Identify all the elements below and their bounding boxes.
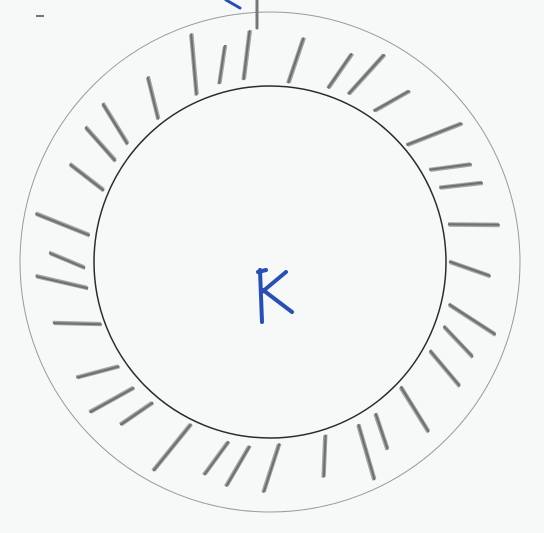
pencil-ray — [449, 306, 494, 335]
pencil-ray — [431, 350, 460, 384]
pencil-ray — [85, 129, 114, 162]
pencil-ray — [376, 92, 410, 111]
pencil-ray — [89, 387, 132, 411]
pencil-ray — [37, 276, 88, 288]
pencil-ray — [50, 255, 84, 269]
pencil-ray — [50, 253, 84, 267]
pencil-ray — [327, 54, 350, 87]
pencil-ray — [359, 425, 375, 479]
pencil-ray — [37, 212, 89, 233]
pencil-ray — [71, 165, 104, 190]
pencil-ray — [86, 128, 115, 161]
pencil-ray — [360, 424, 376, 478]
pencil-ray — [205, 442, 229, 474]
pencil-ray — [265, 444, 280, 491]
pencil-ray — [77, 367, 118, 378]
pencil-ray — [227, 447, 250, 486]
pencil-ray — [430, 353, 459, 387]
pencil-ray — [36, 216, 88, 237]
pencil-ray — [349, 55, 384, 93]
pencil-ray — [206, 443, 229, 475]
pencil-ray — [264, 444, 279, 491]
pencil-ray — [351, 56, 386, 94]
pencil-ray — [400, 389, 427, 433]
blue-ink-mark — [226, 0, 240, 8]
pencil-ray — [262, 445, 277, 492]
pencil-ray — [155, 425, 192, 471]
pencil-ray — [376, 414, 388, 449]
pencil-ray — [121, 403, 152, 424]
pencil-ray — [450, 303, 495, 332]
pencil-ray — [401, 387, 428, 431]
pencil-ray — [329, 54, 352, 87]
pencil-ray — [408, 124, 462, 145]
pencil-ray — [203, 442, 226, 474]
pencil-ray — [102, 105, 126, 144]
pencil-ray — [402, 386, 429, 430]
pencil-ray — [450, 260, 490, 274]
pencil-ray — [287, 38, 302, 82]
pencil-ray — [36, 275, 87, 287]
pencil-ray — [120, 402, 151, 423]
pencil-ray — [122, 404, 153, 425]
pencil-ray — [90, 388, 133, 412]
pencil-ray — [37, 278, 88, 290]
pencil-ray — [449, 305, 494, 335]
pencil-ray — [152, 424, 189, 470]
pencil-ray — [148, 78, 158, 119]
pencil-ray — [444, 327, 472, 356]
pencil-ray — [330, 55, 353, 88]
pencil-ray — [450, 264, 490, 278]
pencil-ray — [70, 166, 103, 191]
pencil-ray — [374, 415, 386, 450]
pencil-ray — [104, 103, 128, 142]
pencil-ray — [36, 214, 88, 235]
pencil-ray — [377, 413, 389, 448]
pencil-ray — [407, 122, 461, 143]
pencil-ray — [228, 447, 251, 486]
pencil-ray — [289, 39, 304, 83]
pencil-ray — [71, 163, 104, 188]
pencil-ray — [373, 91, 407, 110]
pencil-ray — [50, 252, 84, 266]
pencil-ray — [450, 262, 490, 276]
pencil-ray — [375, 91, 409, 110]
pencil-ray — [445, 326, 473, 355]
pencil-ray — [430, 351, 459, 385]
pencil-ray — [348, 55, 383, 94]
pencil-ray — [87, 126, 116, 159]
pencil-ray — [290, 39, 305, 83]
pencil-ray — [103, 104, 127, 143]
pencil-ray — [444, 329, 472, 358]
pencil-ray — [92, 389, 135, 413]
pencil-ray — [154, 425, 191, 471]
pencil-ray — [409, 125, 463, 146]
pencil-ray — [225, 446, 248, 485]
pencil-ray — [357, 426, 373, 480]
